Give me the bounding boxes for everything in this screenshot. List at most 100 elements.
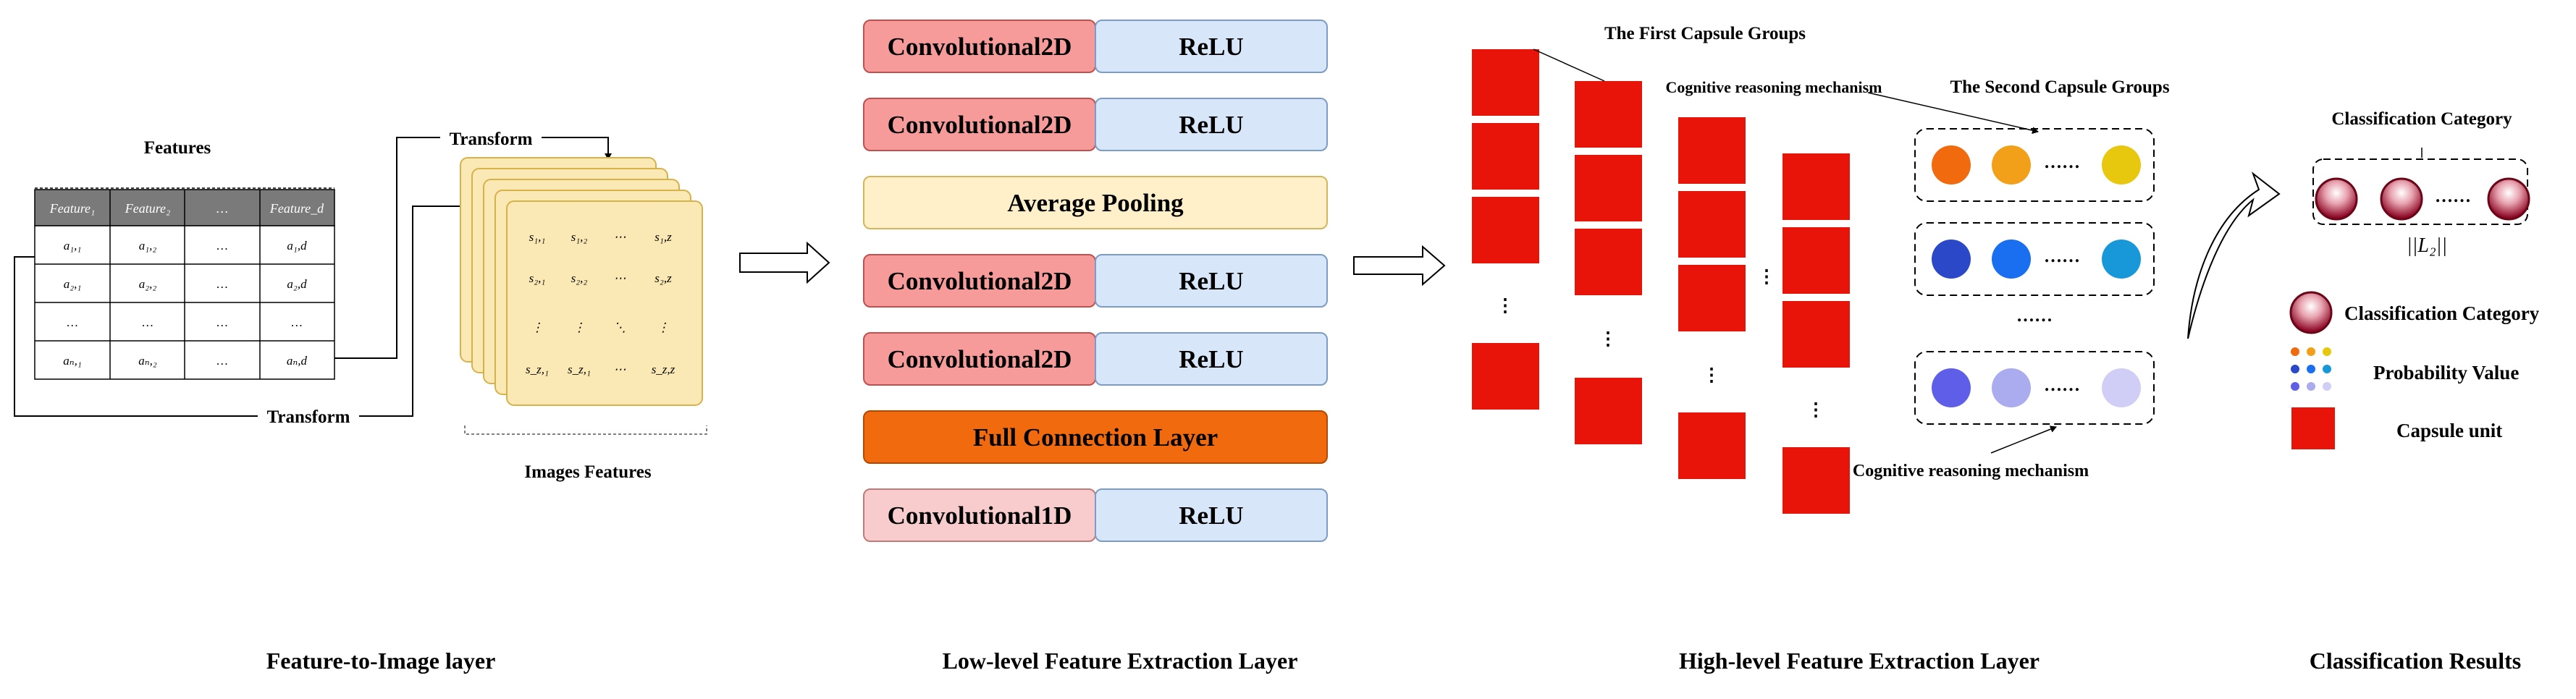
vertical-ellipsis: ⋮	[1703, 365, 1721, 385]
probability-capsule	[2102, 240, 2141, 279]
cognitive-bottom-arrow	[1990, 425, 2057, 454]
transform-bottom-arrow	[14, 203, 500, 417]
relu-label: ReLU	[1179, 33, 1243, 61]
table-header-cell: Feature_d	[269, 201, 324, 216]
capsule-unit	[1782, 301, 1850, 368]
relu-label: ReLU	[1179, 267, 1243, 295]
table-cell: a₁,₁	[64, 239, 82, 253]
capsule-unit	[1678, 265, 1746, 331]
legend-label: Probability Value	[2373, 362, 2519, 384]
table-header-cell: …	[216, 201, 228, 216]
features-table: Feature₁ Feature₂ … Feature_d a₁,₁ a₁,₂ …	[34, 187, 335, 380]
full-connection-block	[863, 410, 1328, 464]
conv2d-label: Convolutional2D	[888, 267, 1072, 295]
probability-capsule	[2102, 145, 2141, 185]
table-cell: a₂,d	[287, 277, 307, 291]
legend-label: Capsule unit	[2396, 420, 2502, 441]
category-capsule	[2380, 177, 2423, 221]
image-cell: s₂,₂	[571, 271, 588, 285]
cognitive-top-label: Cognitive reasoning mechanism	[1665, 78, 1882, 96]
first-groups-pointer	[1533, 48, 1605, 82]
image-cell: s₂,z	[654, 271, 672, 285]
image-cell: ⋯	[614, 271, 626, 285]
table-cell: aₙ,₂	[138, 354, 157, 368]
table-cell: …	[216, 277, 227, 291]
table-cell: a₂,₂	[139, 277, 157, 291]
vertical-ellipsis: ⋮	[1599, 329, 1617, 349]
relu-block	[1095, 488, 1328, 542]
high-level-title: High-level Feature Extraction Layer	[1679, 648, 2040, 674]
capsule-unit	[1472, 197, 1539, 263]
capsule-unit	[1782, 227, 1850, 294]
vertical-ellipsis: ⋮	[1497, 296, 1515, 315]
second-capsule-group: ……	[1914, 222, 2155, 296]
image-cell: s_z,₁	[526, 363, 549, 376]
probability-capsule	[1992, 240, 2031, 279]
relu-label: ReLU	[1179, 501, 1243, 530]
image-cell: s_z,z	[652, 363, 675, 376]
capsule-unit	[1678, 117, 1746, 184]
capsule-unit	[1472, 343, 1539, 410]
probability-capsule	[1932, 240, 1971, 279]
capsule-square-icon	[2291, 407, 2335, 449]
features-table-title: Features	[144, 138, 211, 158]
vertical-ellipsis: ⋮	[1807, 400, 1825, 420]
table-cell: a₂,₁	[64, 277, 82, 291]
capsule-unit	[1472, 123, 1539, 190]
table-header-cell: Feature₂	[125, 201, 171, 216]
table-cell: …	[291, 315, 302, 329]
image-cell: ⋮	[573, 321, 586, 334]
legend: Classification Category Probability Valu…	[2289, 291, 2540, 449]
classification-results-section: Classification Category …… ||L₂|| Classi…	[2289, 109, 2540, 674]
table-cell: …	[67, 315, 77, 329]
table-cell: aₙ,₁	[63, 354, 82, 368]
images-features-label: Images Features	[524, 462, 651, 482]
table-cell: …	[216, 354, 227, 368]
table-cell: …	[216, 315, 227, 329]
capsule-unit	[1575, 81, 1642, 148]
second-capsule-groups-label: The Second Capsule Groups	[1950, 77, 2169, 97]
image-cell: s₁,₁	[529, 230, 546, 244]
transform-top-label: Transform	[450, 130, 533, 149]
probability-capsule	[1932, 145, 1971, 185]
image-cell: ⋯	[614, 363, 626, 376]
image-feature-sheet	[506, 200, 703, 406]
average-pooling-block	[863, 176, 1328, 229]
second-capsule-group: ……	[1914, 128, 2155, 202]
groups-ellipsis: ……	[2016, 306, 2053, 326]
capsule-unit	[1472, 49, 1539, 116]
category-capsule	[2487, 177, 2530, 221]
relu-block	[1095, 98, 1328, 151]
table-cell: …	[142, 315, 153, 329]
cognitive-bottom-label: Cognitive reasoning mechanism	[1853, 462, 2089, 480]
probability-capsule	[1992, 368, 2031, 407]
feature-to-image-title: Feature-to-Image layer	[266, 648, 496, 674]
image-cell: s₂,₁	[529, 271, 546, 285]
transform-bottom-label: Transform	[267, 407, 350, 427]
image-feature-stack: s₁,₁ s₁,₂ ⋯ s₁,z s₂,₁ s₂,₂ ⋯ s₂,z ⋮ ⋮ ⋱ …	[460, 157, 703, 406]
feature-to-image-section: Features Feature₁ Feature₂ … Feature_d a…	[14, 127, 707, 674]
capsule-unit	[1575, 229, 1642, 295]
first-capsule-groups-label: The First Capsule Groups	[1604, 24, 1806, 43]
curved-arrow-icon	[2187, 171, 2281, 339]
full-connection-label: Full Connection Layer	[973, 423, 1218, 452]
relu-block	[1095, 20, 1328, 73]
capsule-unit	[1678, 412, 1746, 479]
classification-category-title: Classification Category	[2331, 109, 2512, 129]
ellipsis-between-columns: ⋮	[1758, 267, 1776, 287]
table-cell: …	[216, 239, 227, 253]
images-brace	[464, 425, 707, 435]
table-cell: a₁,d	[287, 239, 307, 253]
transform-top-arrow	[334, 137, 612, 359]
group-ellipsis: ……	[2044, 153, 2080, 172]
table-cell: aₙ,d	[287, 354, 308, 368]
conv2d-label: Convolutional2D	[888, 33, 1072, 61]
image-cell: s_z,₁	[568, 363, 591, 376]
group-ellipsis: ……	[2044, 376, 2080, 395]
flow-arrow-icon	[1353, 245, 1446, 287]
classification-results-title: Classification Results	[2310, 648, 2521, 674]
capsule-unit	[1575, 155, 1642, 221]
second-capsule-group: ……	[1914, 351, 2155, 425]
capsule-unit	[1782, 447, 1850, 514]
